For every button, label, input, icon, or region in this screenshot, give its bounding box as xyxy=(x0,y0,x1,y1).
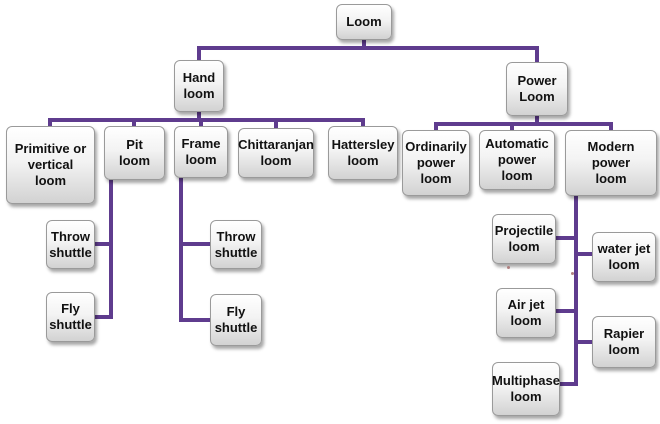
stray-dot xyxy=(571,272,574,275)
node-automatic-power-loom: Automatic power loom xyxy=(479,130,555,190)
node-throw-shuttle-frame: Throw shuttle xyxy=(210,220,262,269)
node-throw-shuttle-pit: Throw shuttle xyxy=(46,220,95,269)
connector-power-loom xyxy=(434,114,613,132)
connector-pit-loom xyxy=(93,178,113,319)
node-modern-power-loom: Modern power loom xyxy=(565,130,657,196)
connector-hand-loom xyxy=(48,110,365,130)
node-pit-loom: Pit loom xyxy=(104,126,165,180)
node-water-jet-loom: water jet loom xyxy=(592,232,656,282)
node-projectile-loom: Projectile loom xyxy=(492,214,556,264)
connector-modern-loom xyxy=(554,194,594,386)
node-air-jet-loom: Air jet loom xyxy=(496,288,556,338)
stray-dot xyxy=(507,266,510,269)
connector-frame-loom xyxy=(179,176,212,322)
node-hattersley-loom: Hattersley loom xyxy=(328,126,398,180)
node-primitive-loom: Primitive or vertical loom xyxy=(6,126,95,204)
node-ordinarily-power-loom: Ordinarily power loom xyxy=(402,130,470,196)
node-loom: Loom xyxy=(336,4,392,40)
node-power-loom: Power Loom xyxy=(506,62,568,116)
node-fly-shuttle-pit: Fly shuttle xyxy=(46,292,95,342)
node-rapier-loom: Rapier loom xyxy=(592,316,656,368)
connector-loom xyxy=(197,38,539,64)
node-hand-loom: Hand loom xyxy=(174,60,224,112)
node-chittaranjan-loom: Chittaranjan loom xyxy=(238,128,314,178)
node-fly-shuttle-frame: Fly shuttle xyxy=(210,294,262,346)
node-frame-loom: Frame loom xyxy=(174,126,228,178)
node-multiphase-loom: Multiphase loom xyxy=(492,362,560,416)
